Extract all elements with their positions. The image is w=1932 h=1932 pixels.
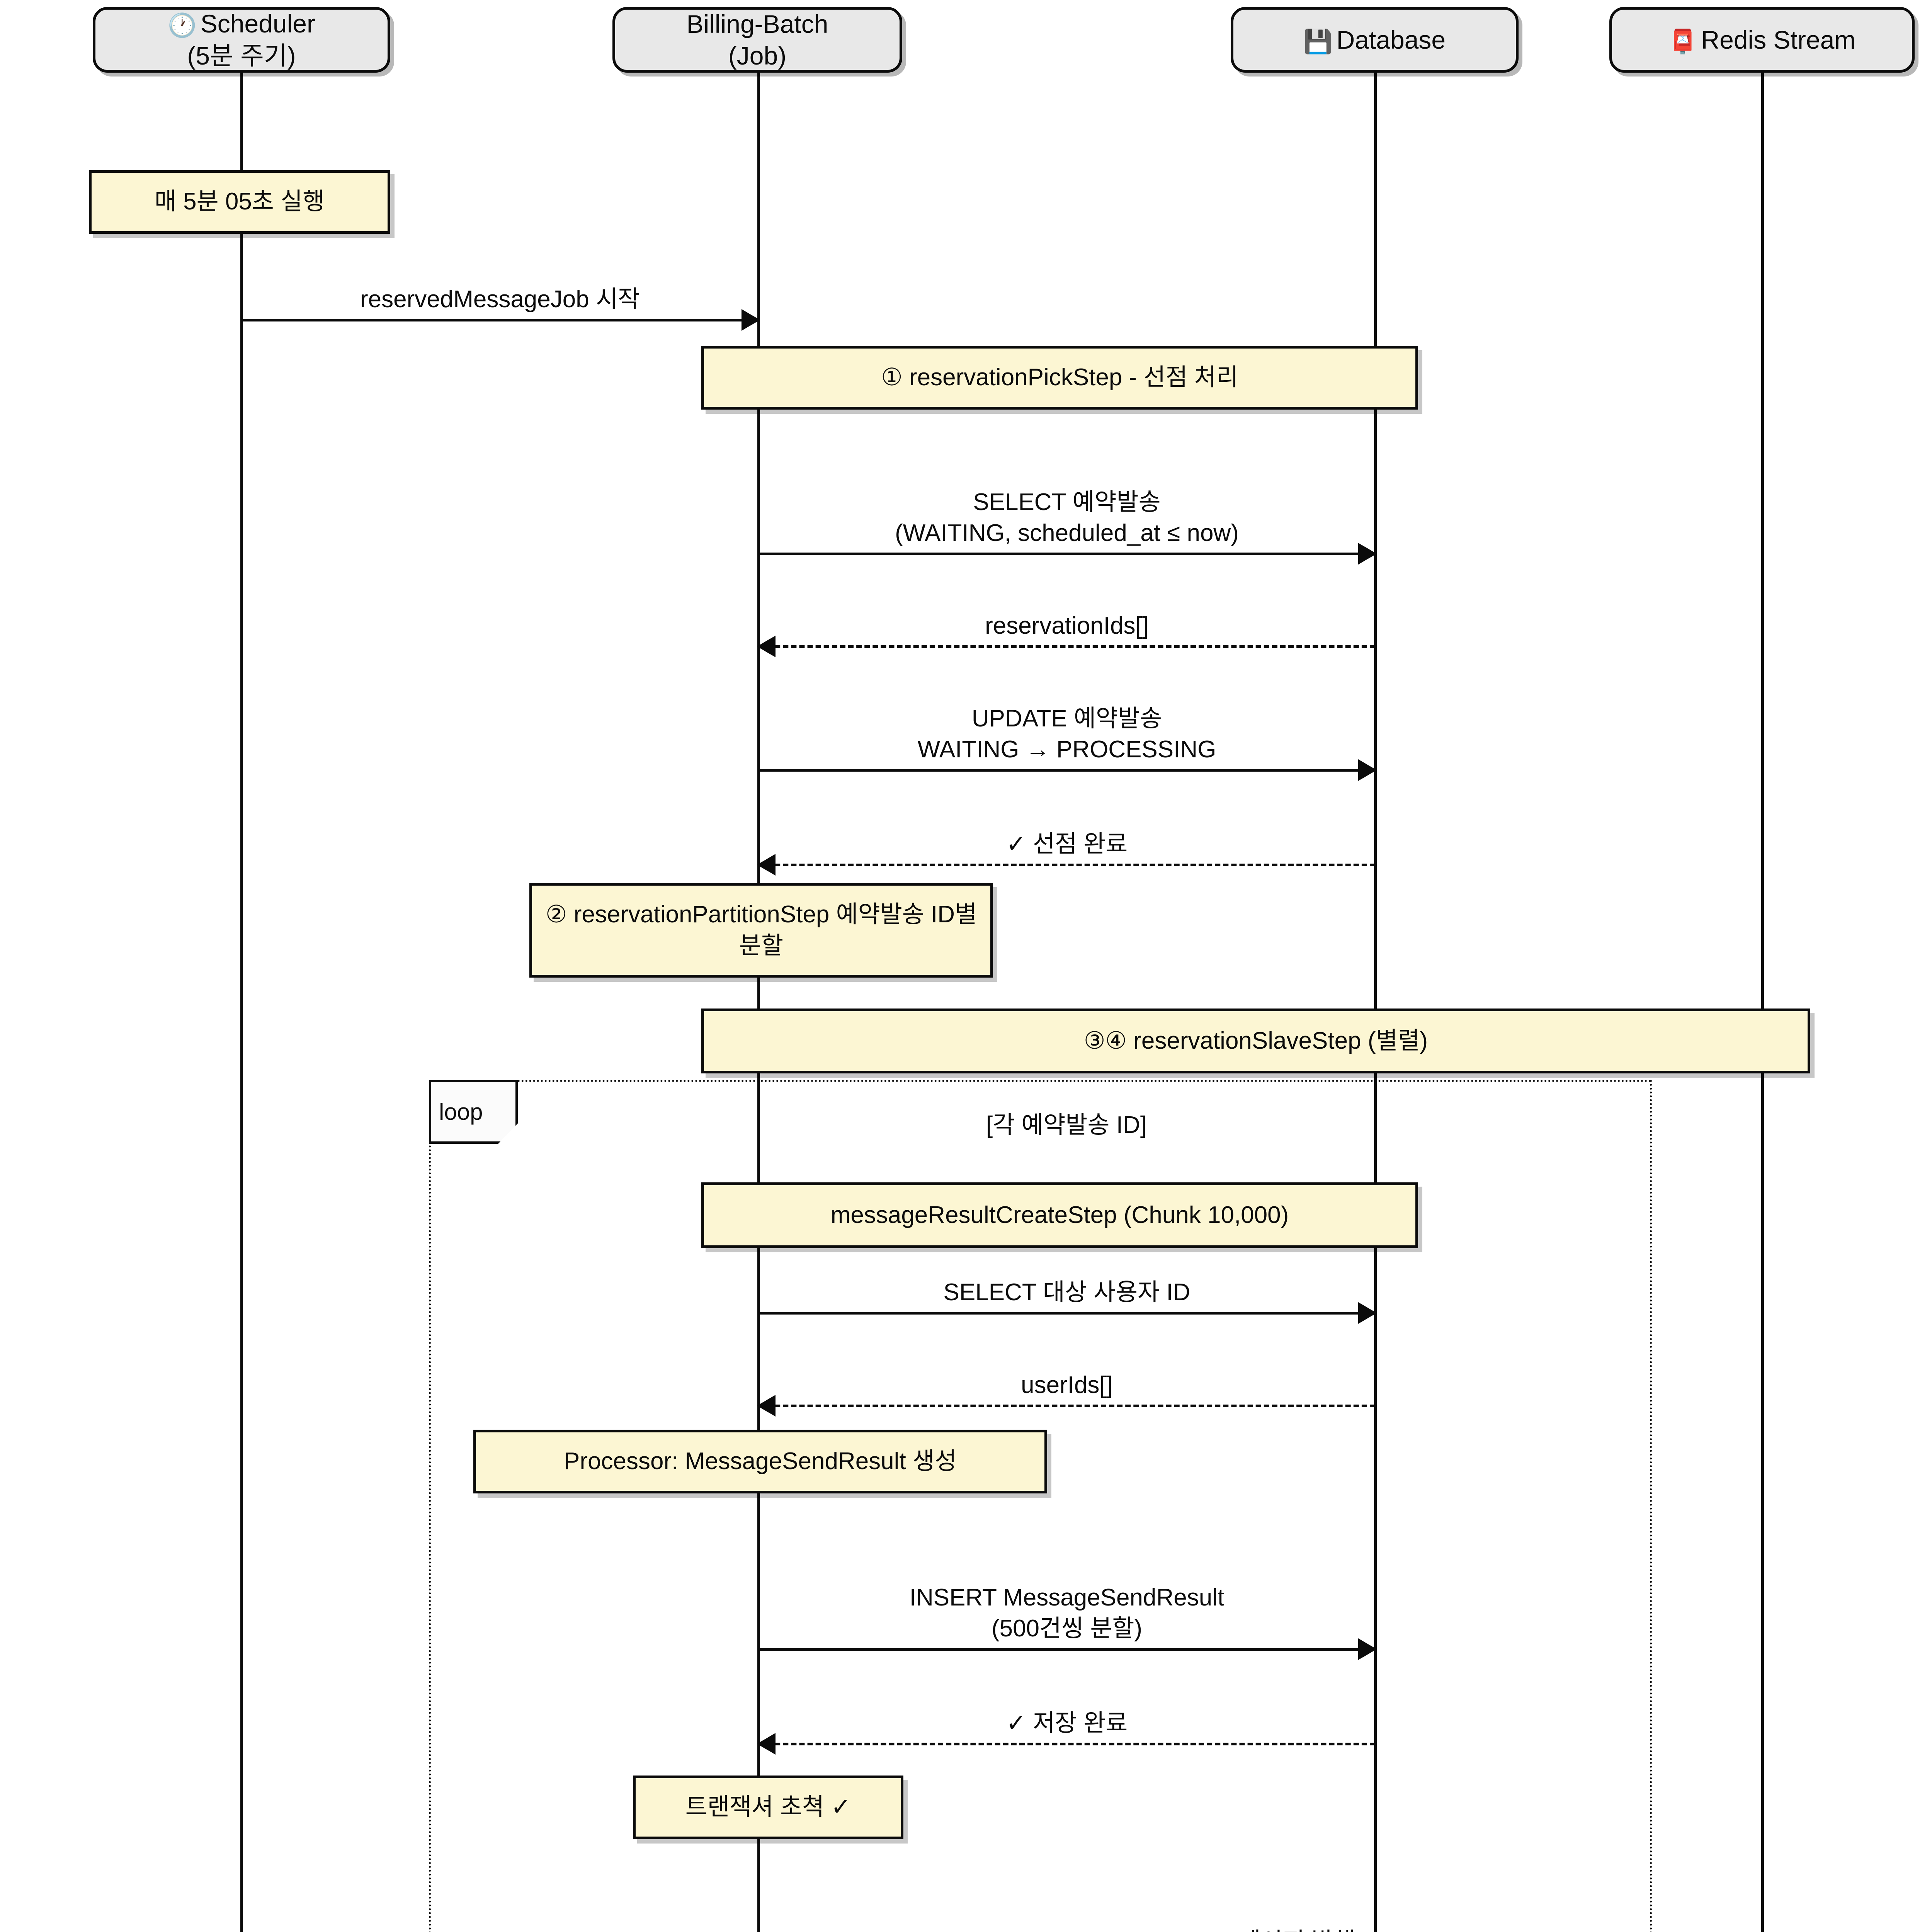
arrow-head	[1358, 759, 1377, 781]
message-label: userIds[]	[1021, 1371, 1113, 1398]
loop-label-tag: loop	[429, 1080, 518, 1144]
message-pick-done: ✓ 선점 완료	[757, 831, 1375, 876]
message-save-done: ✓ 저장 완료	[757, 1710, 1375, 1755]
message-label: UPDATE 예약발송 WAITING → PROCESSING	[917, 705, 1216, 763]
note-create-step: messageResultCreateStep (Chunk 10,000)	[701, 1182, 1418, 1248]
arrow-line	[242, 319, 759, 321]
message-label: INSERT MessageSendResult (500건씽 분할)	[909, 1584, 1225, 1642]
message-label: ✓ 선점 완료	[1006, 830, 1128, 857]
lifeline-billing-batch	[757, 70, 760, 1932]
arrow-line	[759, 1648, 1375, 1651]
message-update-processing: UPDATE 예약발송 WAITING → PROCESSING	[759, 705, 1377, 781]
message-reservation-ids: reservationIds[]	[757, 612, 1375, 657]
loop-frame	[429, 1080, 1652, 1932]
message-label: SELECT 대상 사용자 ID	[943, 1279, 1190, 1306]
arrow-line	[759, 769, 1375, 772]
floppy-disk-icon: 💾	[1303, 28, 1333, 54]
participant-label: Billing-Batch (Job)	[686, 9, 828, 70]
message-label: reservedMessageJob 시작	[360, 286, 640, 313]
message-label: ✓ 저장 완료	[1006, 1709, 1128, 1736]
arrow-head	[757, 1395, 776, 1417]
arrow-head	[757, 1733, 776, 1755]
note-slave-step: ③④ reservationSlaveStep (별렬)	[701, 1009, 1810, 1073]
participant-scheduler-top[interactable]: 🕐Scheduler (5분 주기)	[93, 7, 390, 73]
arrow-line	[759, 864, 1375, 866]
participant-label: 🕐Scheduler (5분 주기)	[168, 9, 315, 70]
arrow-head	[1358, 1302, 1377, 1324]
participant-label: 📮Redis Stream	[1668, 25, 1856, 54]
lifeline-database	[1374, 70, 1377, 1932]
mailbox-icon: 📮	[1668, 28, 1697, 54]
message-label: XADD 메시지 발행 (Producer)	[759, 1926, 1762, 1932]
message-label: reservationIds[]	[985, 612, 1149, 639]
arrow-line	[759, 1312, 1375, 1315]
participant-billing-batch-top[interactable]: Billing-Batch (Job)	[612, 7, 902, 73]
arrow-head	[757, 854, 776, 876]
participant-redis-stream-top[interactable]: 📮Redis Stream	[1609, 7, 1915, 73]
note-processor: Processor: MessageSendResult 생성	[473, 1430, 1047, 1493]
participant-label: 💾Database	[1303, 25, 1446, 54]
message-job-start: reservedMessageJob 시작	[242, 286, 760, 331]
lifeline-redis-stream	[1761, 70, 1764, 1932]
arrow-line	[759, 1405, 1375, 1407]
participant-database-top[interactable]: 💾Database	[1231, 7, 1519, 73]
message-label: SELECT 예약발송 (WAITING, scheduled_at ≤ now…	[895, 489, 1239, 546]
arrow-head	[757, 636, 776, 657]
loop-keyword: loop	[439, 1099, 483, 1125]
arrow-line	[759, 553, 1375, 555]
lifeline-scheduler	[240, 70, 243, 1932]
clock-icon: 🕐	[168, 12, 197, 39]
loop-condition: [각 예약발송 ID]	[986, 1112, 1147, 1138]
message-user-ids: userIds[]	[757, 1372, 1375, 1417]
message-select-users: SELECT 대상 사용자 ID	[759, 1279, 1377, 1324]
message-insert-result: INSERT MessageSendResult (500건씽 분할)	[759, 1584, 1377, 1660]
arrow-head	[1358, 1638, 1377, 1660]
message-select-reservation: SELECT 예약발송 (WAITING, scheduled_at ≤ now…	[759, 489, 1377, 565]
arrow-line	[759, 1743, 1375, 1745]
note-tx-commit: 트랜잭셔 초쳑 ✓	[633, 1776, 903, 1839]
arrow-head	[1358, 543, 1377, 565]
arrow-line	[759, 645, 1375, 648]
note-partition-step: ② reservationPartitionStep 예약발송 ID별 분할	[529, 883, 993, 978]
note-schedule-trigger: 매 5분 05초 실행	[89, 170, 390, 234]
arrow-head	[742, 309, 760, 331]
note-pick-step: ① reservationPickStep - 선점 처리	[701, 346, 1418, 410]
